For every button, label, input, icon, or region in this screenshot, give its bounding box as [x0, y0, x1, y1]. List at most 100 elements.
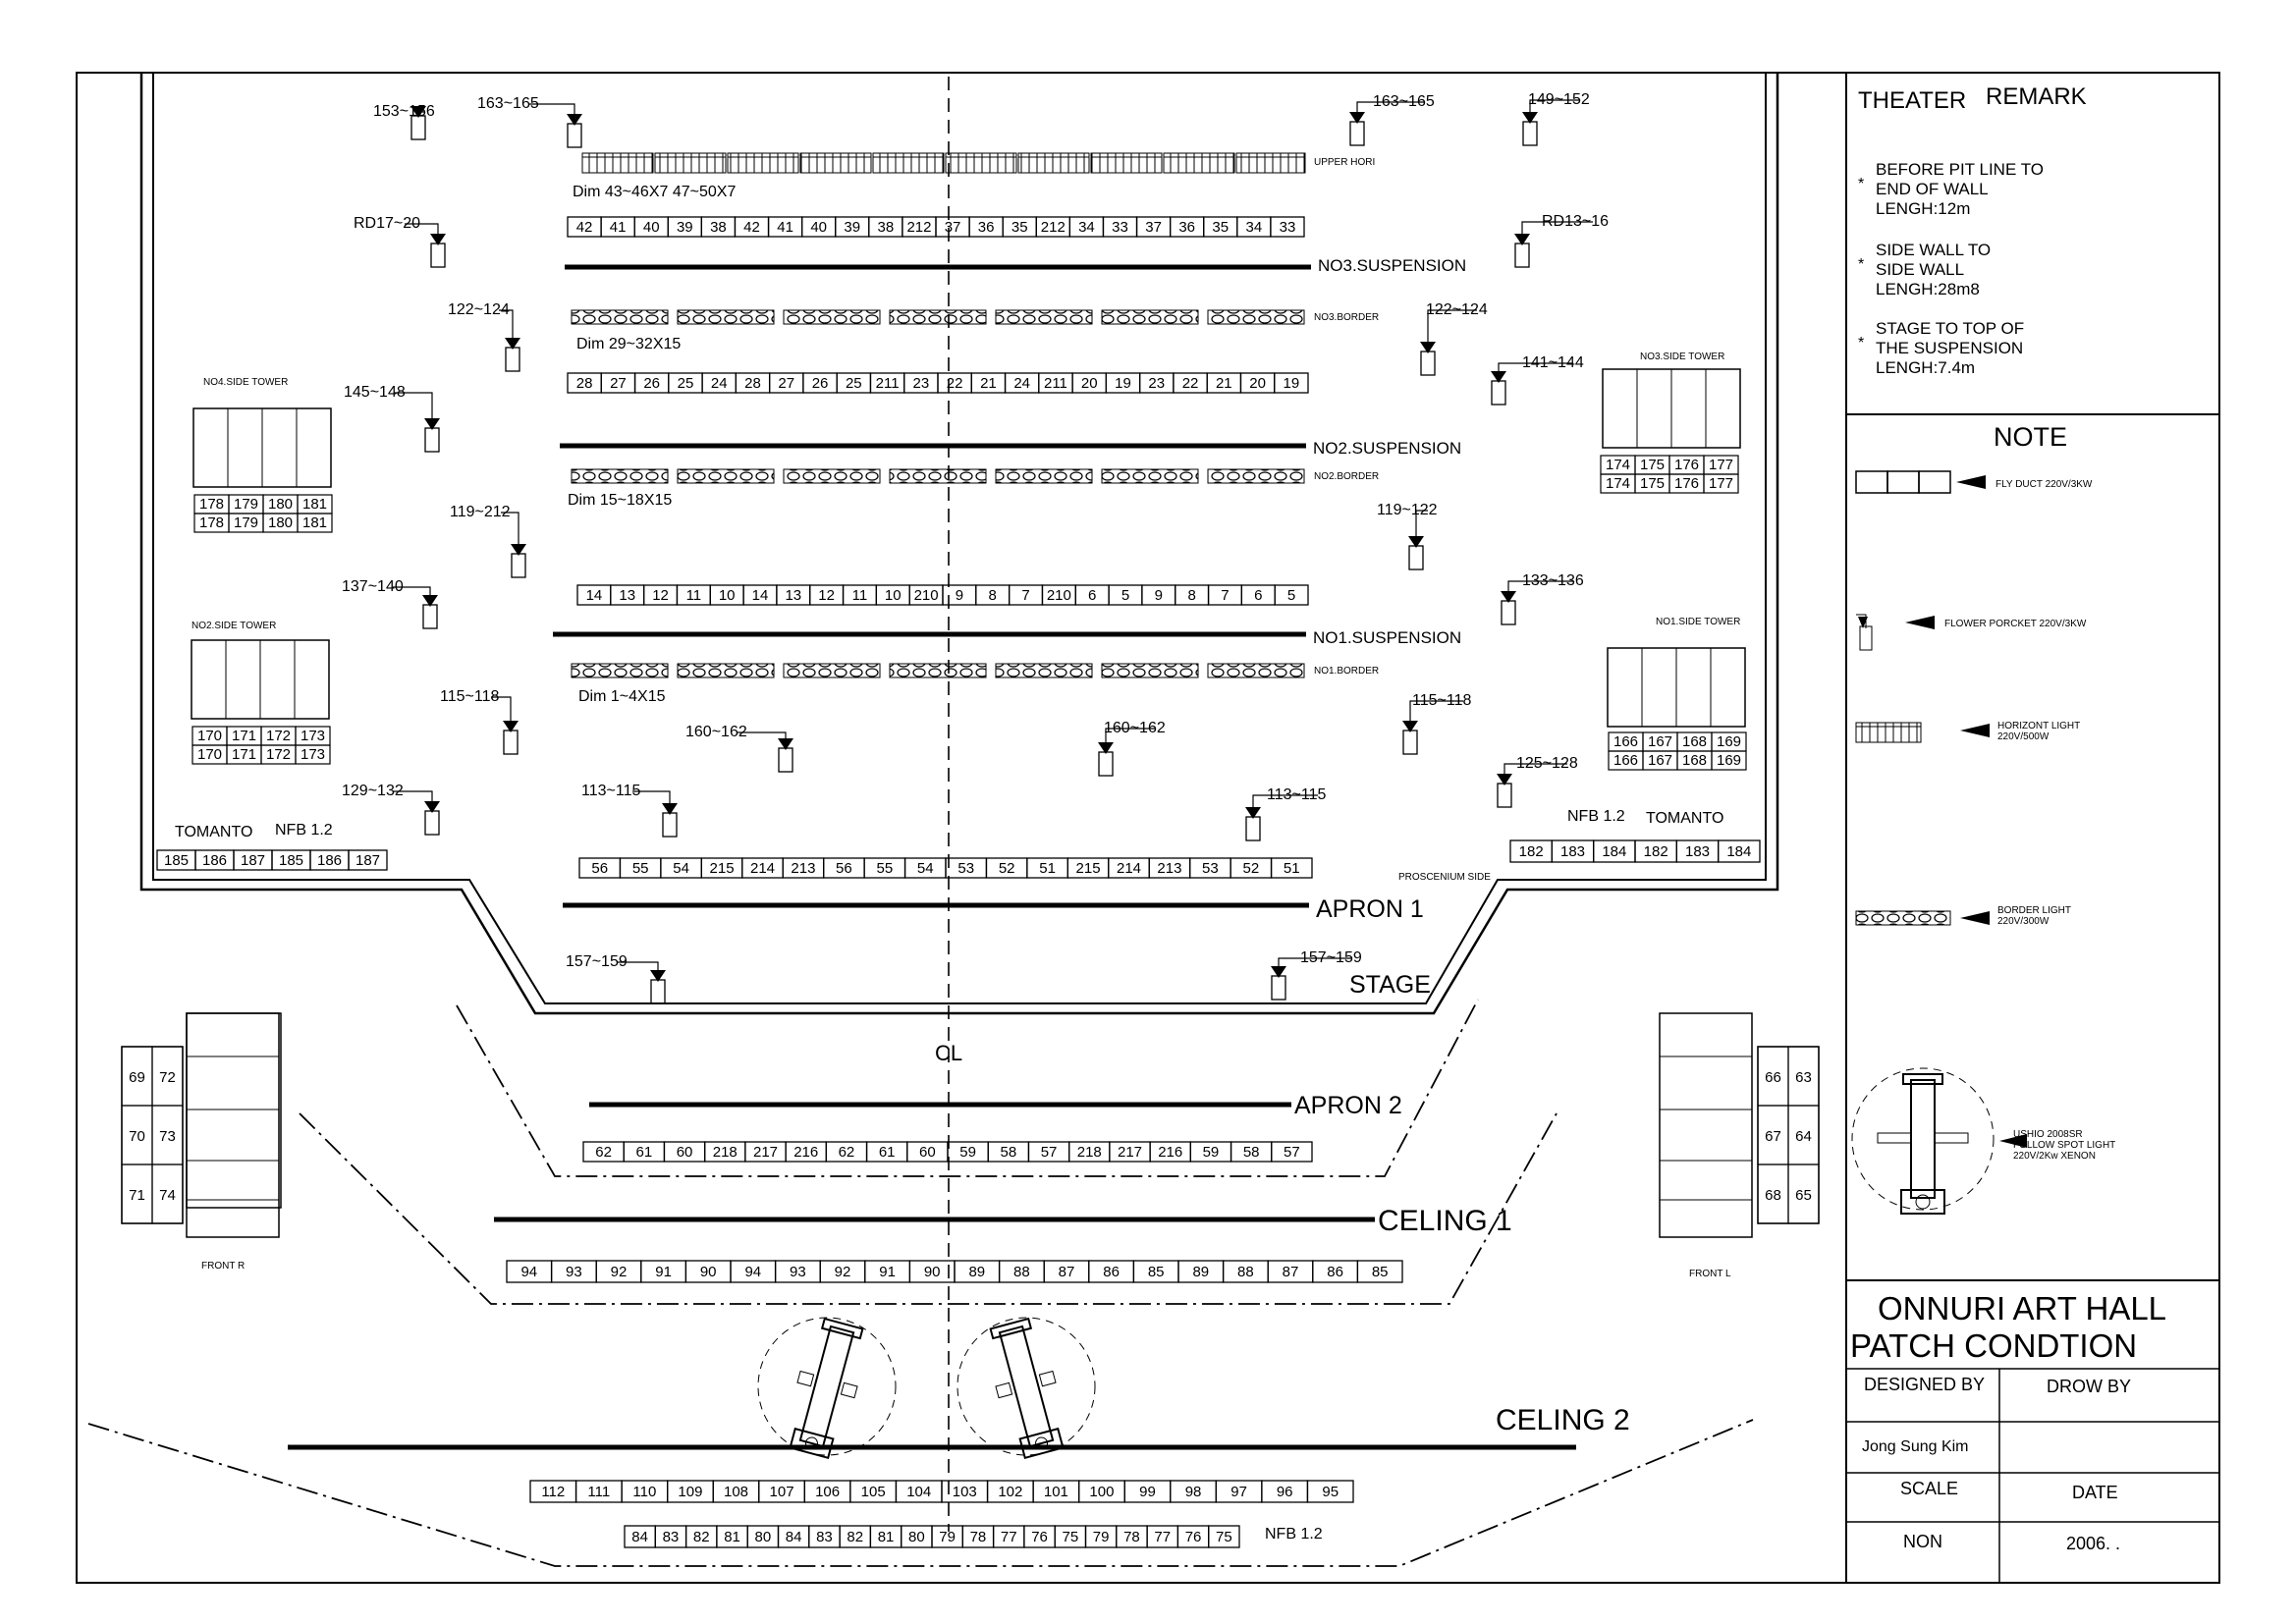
channel-number: 62	[595, 1144, 612, 1161]
apron1-label: APRON 1	[1316, 895, 1424, 923]
channel-cell	[1356, 1260, 1403, 1283]
channel-number: 55	[876, 860, 893, 877]
channel-number: 174	[1606, 475, 1630, 492]
channel-number: 86	[1103, 1264, 1120, 1280]
channel-number: 59	[959, 1144, 976, 1161]
channel-number: 51	[1039, 860, 1056, 877]
channel-number: 173	[301, 746, 325, 763]
channel-cell	[1711, 750, 1747, 771]
pocket-label: RD17~20	[354, 215, 420, 232]
nfb-bottom-label: NFB 1.2	[1265, 1526, 1323, 1543]
remark-line: SIDE WALL TO	[1876, 241, 1991, 259]
channel-number: 36	[978, 219, 995, 236]
channel-number: 108	[724, 1484, 748, 1500]
channel-number: 97	[1230, 1484, 1247, 1500]
note-label: FLY DUCT 220V/3KW	[1995, 479, 2093, 490]
pocket-leader	[1252, 794, 1318, 809]
flower-pocket-icon	[1349, 121, 1365, 146]
channel-number: 78	[1123, 1529, 1140, 1545]
channel-number: 93	[566, 1264, 582, 1280]
channel-number: 25	[678, 375, 694, 392]
channel-number: 212	[906, 219, 931, 236]
channel-number: 166	[1613, 752, 1638, 769]
no3-side-tower-label: NO3.SIDE TOWER	[1640, 352, 1724, 362]
pocket-leader	[1503, 763, 1567, 776]
pocket-label: 141~144	[1522, 354, 1584, 371]
channel-number: 100	[1089, 1484, 1114, 1500]
remark-line: LENGH:12m	[1876, 199, 1970, 218]
channel-number: 14	[586, 587, 603, 604]
channel-number: 58	[1243, 1144, 1260, 1161]
channel-number: 40	[643, 219, 660, 236]
pocket-arrow-icon	[1349, 112, 1365, 124]
pocket-leader	[1427, 309, 1477, 344]
channel-number: 72	[159, 1069, 176, 1086]
channel-number: 171	[232, 746, 256, 763]
channel-number: 8	[1187, 587, 1195, 604]
channel-number: 57	[1041, 1144, 1058, 1161]
channel-number: 26	[643, 375, 660, 392]
designed-by-label: DESIGNED BY	[1864, 1375, 1985, 1394]
channel-number: 172	[266, 728, 291, 744]
channel-cell	[1703, 473, 1739, 494]
channel-cell	[1274, 372, 1309, 394]
tomanto-left-label: TOMANTO	[175, 824, 252, 840]
title-block-grid	[1846, 1368, 2219, 1583]
no2-border-lights	[571, 468, 1305, 484]
flower-pocket-icon	[1514, 243, 1530, 268]
apron2-outline	[456, 999, 1479, 1177]
channel-number: 110	[632, 1484, 656, 1500]
nfb-left-label: NFB 1.2	[275, 822, 333, 839]
celing2-outline	[87, 1419, 1754, 1567]
no3-border-label: NO3.BORDER	[1314, 312, 1379, 323]
channel-number: 56	[836, 860, 852, 877]
channel-number: 61	[635, 1144, 652, 1161]
channel-number: 102	[998, 1484, 1022, 1500]
channel-number: 184	[1602, 843, 1626, 860]
pocket-arrow-icon	[1420, 342, 1436, 353]
pocket-label: 160~162	[1104, 720, 1166, 736]
pocket-label: 119~122	[1377, 502, 1438, 518]
remark-line: STAGE TO TOP OF	[1876, 319, 2024, 338]
channel-number: 93	[790, 1264, 806, 1280]
pocket-arrow-icon	[430, 234, 446, 245]
channel-number: 40	[810, 219, 827, 236]
flower-pocket-icon	[503, 730, 519, 755]
channel-number: 75	[1063, 1529, 1079, 1545]
channel-number: 87	[1059, 1264, 1075, 1280]
channel-number: 35	[1212, 219, 1229, 236]
flower-pocket-icon	[1271, 975, 1286, 1001]
channel-number: 9	[956, 587, 963, 604]
channel-number: 177	[1709, 457, 1733, 473]
channel-number: 214	[750, 860, 775, 877]
channel-number: 34	[1246, 219, 1263, 236]
channel-number: 62	[839, 1144, 855, 1161]
flower-pocket-icon	[1497, 783, 1512, 808]
channel-number: 183	[1560, 843, 1585, 860]
pocket-label: 122~124	[448, 301, 510, 318]
channel-number: 14	[752, 587, 769, 604]
channel-number: 178	[199, 496, 224, 513]
front-r-label: FRONT R	[201, 1261, 245, 1272]
channel-number: 88	[1013, 1264, 1030, 1280]
channel-number: 53	[1202, 860, 1219, 877]
channel-number: 171	[232, 728, 256, 744]
channel-number: 92	[835, 1264, 851, 1280]
channel-number: 213	[1157, 860, 1181, 877]
channel-number: 84	[786, 1529, 802, 1545]
channel-number: 185	[279, 852, 303, 869]
channel-number: 69	[129, 1069, 145, 1086]
channel-number: 34	[1078, 219, 1095, 236]
channel-number: 41	[777, 219, 793, 236]
channel-number: 80	[908, 1529, 925, 1545]
no3-border-lights	[571, 309, 1305, 325]
channel-cell	[1306, 1480, 1354, 1503]
channel-number: 184	[1726, 843, 1751, 860]
channel-number: 103	[953, 1484, 977, 1500]
flower-pocket-icon	[424, 810, 440, 836]
